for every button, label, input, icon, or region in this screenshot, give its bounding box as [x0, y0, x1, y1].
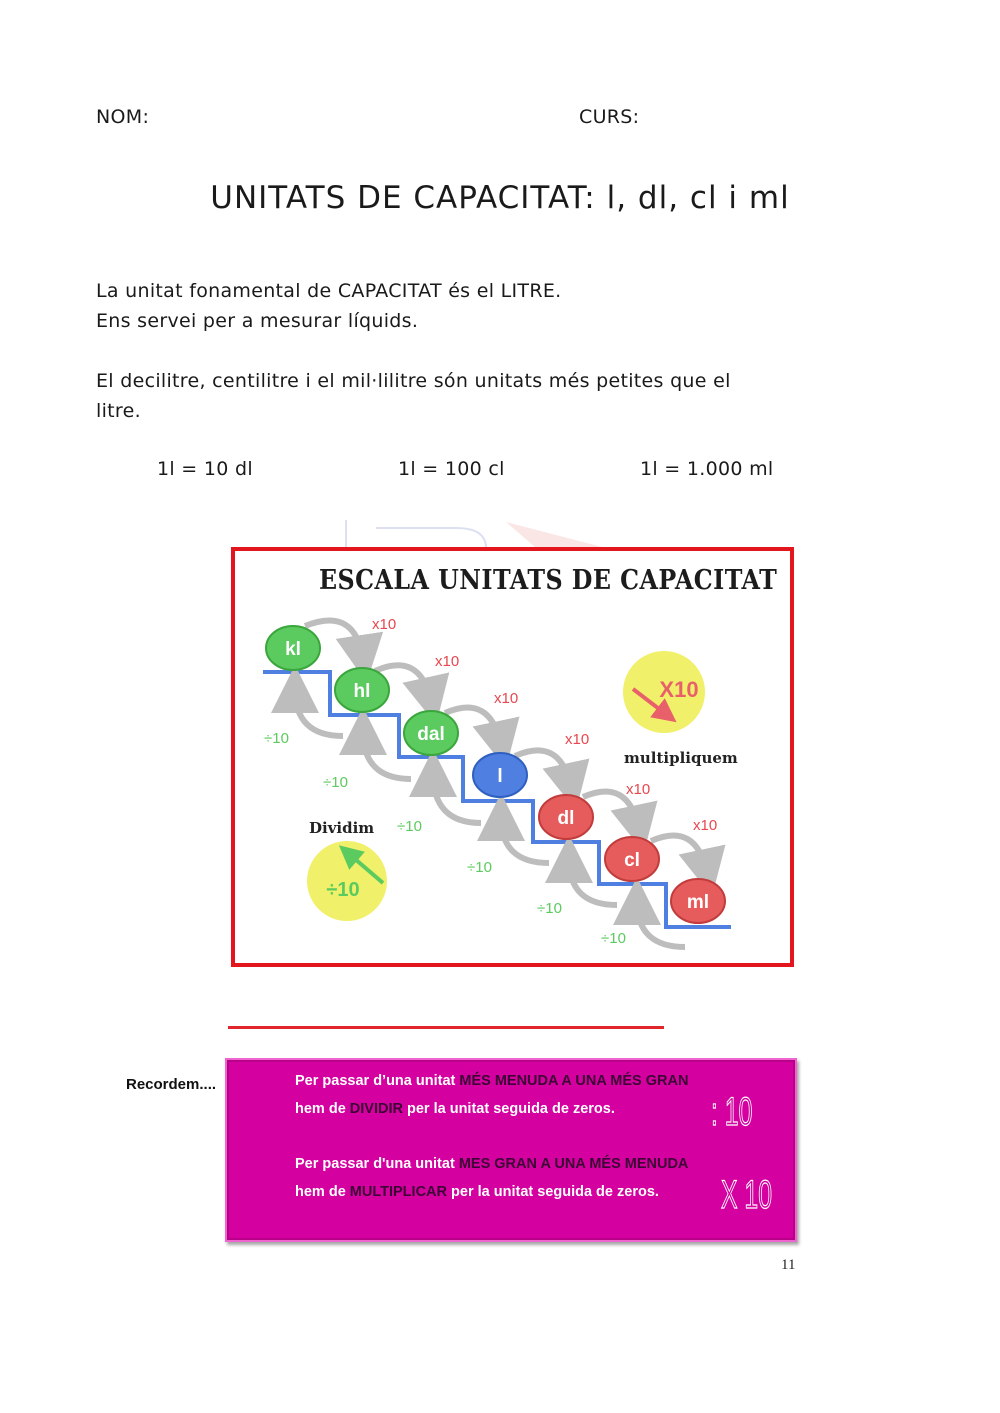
svg-text:÷10: ÷10 — [537, 900, 562, 917]
intro-line-2: Ens servei per a mesurar líquids. — [96, 310, 419, 332]
unit-hl: hl — [354, 681, 371, 702]
rule2-line2: hem de MULTIPLICAR per la unitat seguida… — [295, 1184, 659, 1200]
name-label: NOM: — [96, 106, 150, 128]
reminder-label: Recordem.... — [126, 1076, 217, 1093]
svg-text:x10: x10 — [626, 781, 650, 798]
unit-kl: kl — [285, 639, 301, 660]
multiply-badge-text: X10 — [659, 677, 698, 702]
equivalence-cl: 1l = 100 cl — [398, 458, 505, 480]
unit-dl: dl — [558, 808, 575, 829]
unit-cl: cl — [624, 850, 640, 871]
staircase-graphic: x10 x10 x10 x10 x10 x10 ÷10 ÷10 ÷10 ÷10 … — [263, 616, 738, 950]
intro-line-3: El decilitre, centilitre i el mil·lilitr… — [96, 370, 731, 392]
svg-text:x10: x10 — [565, 731, 589, 748]
diagram-title: ESCALA UNITATS DE CAPACITAT — [319, 565, 778, 596]
unit-ml: ml — [687, 892, 709, 913]
svg-text:÷10: ÷10 — [323, 774, 348, 791]
multiply-caption: multipliquem — [624, 749, 738, 767]
rule1-emphasis: MÉS MENUDA A UNA MÉS GRAN — [459, 1073, 689, 1089]
intro-line-4: litre. — [96, 400, 141, 422]
unit-l: l — [497, 766, 502, 787]
course-label: CURS: — [579, 106, 640, 128]
divide-caption: Dividim — [309, 819, 374, 837]
intro-line-1: La unitat fonamental de CAPACITAT és el … — [96, 280, 562, 302]
rule2-verb: MULTIPLICAR — [349, 1184, 447, 1200]
unit-dal: dal — [417, 724, 444, 745]
equivalence-ml: 1l = 1.000 ml — [640, 458, 774, 480]
rule2-line1: Per passar d'una unitat MES GRAN A UNA M… — [295, 1156, 689, 1172]
rule2-emphasis: MES GRAN A UNA MÉS MENUDA — [458, 1156, 689, 1172]
multiply-symbol: X 10 — [721, 1172, 773, 1217]
rule1-verb: DIVIDIR — [349, 1101, 403, 1117]
svg-text:÷10: ÷10 — [397, 818, 422, 835]
svg-text:÷10: ÷10 — [467, 859, 492, 876]
divide-symbol: : 10 — [711, 1089, 753, 1134]
rule1-line1: Per passar d’una unitat MÉS MENUDA A UNA… — [295, 1073, 689, 1089]
equivalence-dl: 1l = 10 dl — [157, 458, 253, 480]
divider-line — [228, 1026, 664, 1029]
multiply-label: x10 — [372, 616, 396, 633]
divide-label: ÷10 — [264, 730, 289, 747]
page-title: UNITATS DE CAPACITAT: l, dl, cl i ml — [210, 180, 790, 216]
page-number: 11 — [781, 1257, 796, 1273]
watermark-logo — [345, 520, 606, 548]
reminder-box: Per passar d’una unitat MÉS MENUDA A UNA… — [225, 1058, 797, 1242]
divide-badge-text: ÷10 — [326, 879, 359, 901]
svg-text:x10: x10 — [435, 653, 459, 670]
svg-text:x10: x10 — [693, 817, 717, 834]
svg-text:x10: x10 — [494, 690, 518, 707]
capacity-scale-diagram: ESCALA UNITATS DE CAPACITAT — [231, 547, 794, 967]
rule1-line2: hem de DIVIDIR per la unitat seguida de … — [295, 1101, 615, 1117]
svg-text:÷10: ÷10 — [601, 930, 626, 947]
